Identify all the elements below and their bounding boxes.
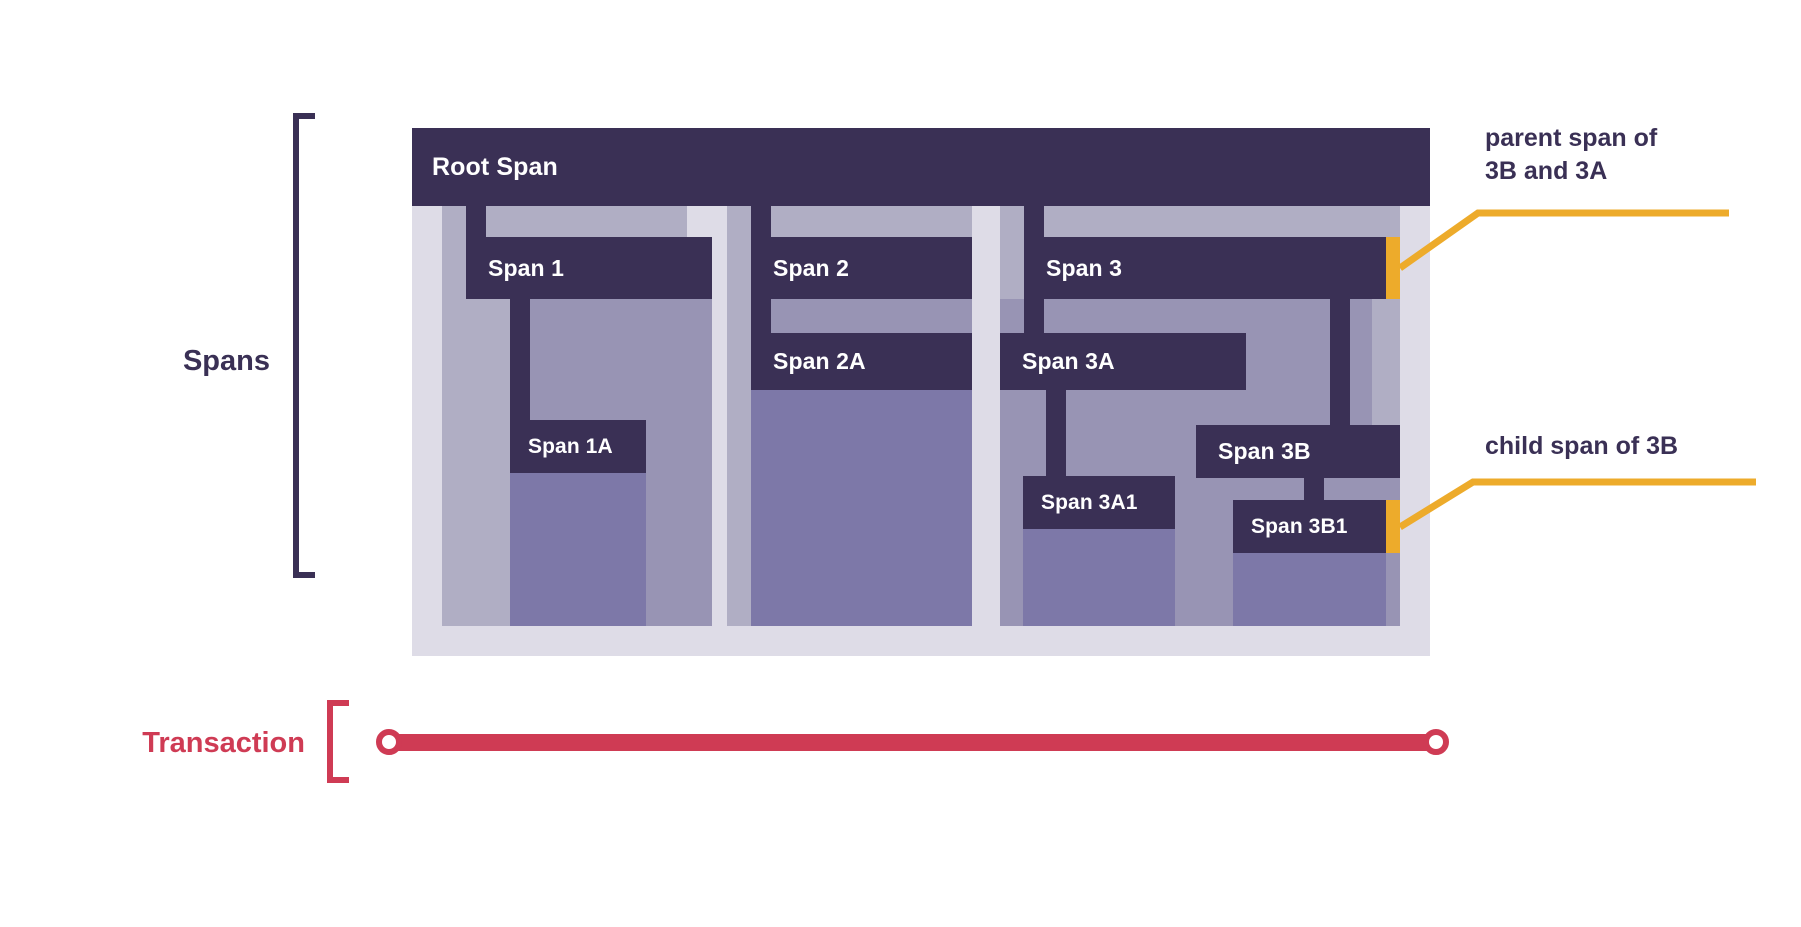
span-label-span3a1: Span 3A1: [1041, 490, 1138, 514]
span-bar-span3a[interactable]: Span 3A: [1000, 333, 1246, 390]
span-label-span1: Span 1: [488, 254, 565, 281]
transaction-label: Transaction: [142, 727, 305, 759]
spans-label: Spans: [182, 345, 270, 377]
connector-span1-to-span1a: [510, 299, 530, 446]
highlight-chip-span3: [1386, 237, 1400, 299]
transaction-bar[interactable]: [385, 734, 1440, 751]
spans-bracket: [293, 113, 315, 578]
span-bar-span2[interactable]: Span 2: [751, 237, 972, 299]
span3b1-body: [1233, 553, 1386, 626]
span-bar-span3b1[interactable]: Span 3B1: [1233, 500, 1386, 553]
span-label-span2a: Span 2A: [773, 348, 866, 374]
transaction-bracket: [327, 700, 349, 783]
transaction-start-dot[interactable]: [376, 729, 402, 755]
span-label-span2: Span 2: [773, 254, 850, 281]
callout-text-parent: parent span of 3B and 3A: [1485, 124, 1658, 185]
span-label-span3a: Span 3A: [1022, 348, 1115, 374]
callout-text-child: child span of 3B: [1485, 432, 1679, 460]
span-bar-span1[interactable]: Span 1: [466, 237, 712, 299]
span3a1-body: [1023, 529, 1175, 626]
span-bar-span2a[interactable]: Span 2A: [751, 333, 972, 390]
callout-line-child: [1398, 478, 1756, 530]
callout-line-parent: [1397, 209, 1729, 271]
span-label-span3b: Span 3B: [1218, 438, 1311, 464]
connector-span3-to-span3b: [1330, 299, 1350, 432]
highlight-chip-span3b1: [1386, 500, 1400, 553]
span-label-span1a: Span 1A: [528, 434, 613, 458]
span-bar-span3[interactable]: Span 3: [1024, 237, 1400, 299]
span-bar-span3b[interactable]: Span 3B: [1196, 425, 1400, 478]
span-bar-span3a1[interactable]: Span 3A1: [1023, 476, 1175, 529]
span2a-body: [751, 390, 972, 626]
span-label-span3b1: Span 3B1: [1251, 514, 1348, 538]
span-label-span3: Span 3: [1046, 254, 1123, 281]
span-bar-root[interactable]: Root Span: [412, 128, 1430, 206]
connector-span3a-to-span3a1: [1046, 390, 1066, 500]
span1a-body: [510, 473, 646, 626]
transaction-end-dot[interactable]: [1423, 729, 1449, 755]
span-label-root: Root Span: [432, 152, 558, 181]
span-bar-span1a[interactable]: Span 1A: [510, 420, 646, 473]
